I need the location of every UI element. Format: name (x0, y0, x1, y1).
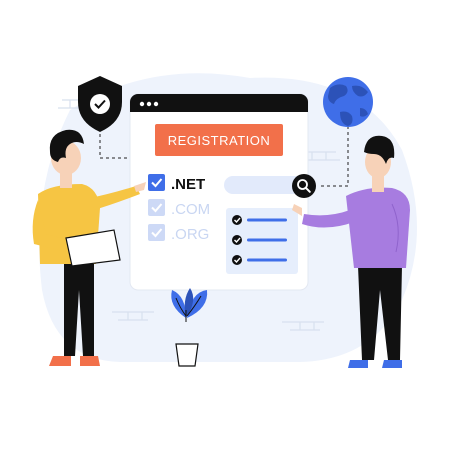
domain-option-com[interactable]: .COM (148, 199, 210, 218)
registration-button-label: REGISTRATION (168, 133, 271, 148)
check-circle-icon (232, 215, 242, 225)
check-icon (151, 178, 163, 188)
person-right (292, 135, 410, 368)
checkbox-net (148, 174, 165, 191)
domain-label-net: .NET (171, 176, 205, 193)
search-icon[interactable] (292, 174, 316, 198)
window-dot (146, 101, 152, 107)
checklist-panel (226, 208, 298, 274)
shield-check-icon (78, 76, 122, 132)
check-icon (151, 203, 163, 213)
brick-decoration-bottom-left (112, 311, 154, 321)
checkbox-com (148, 199, 165, 216)
registration-button[interactable]: REGISTRATION (155, 124, 283, 156)
checklist-item (232, 235, 287, 245)
domain-option-org[interactable]: .ORG (148, 224, 209, 243)
connector-lines (99, 120, 349, 187)
checklist-item (232, 215, 287, 225)
check-circle-icon (232, 235, 242, 245)
domain-label-com: .COM (171, 201, 210, 218)
brick-decoration-left (58, 99, 96, 109)
check-circle-icon (232, 255, 242, 265)
domain-search-input[interactable] (224, 176, 306, 194)
checklist-item (232, 255, 287, 265)
domain-label-org: .ORG (171, 226, 209, 243)
globe-icon (323, 77, 373, 127)
checkbox-org (148, 224, 165, 241)
window-dot (139, 101, 145, 107)
brick-decoration-right (298, 151, 340, 161)
person-left (32, 129, 146, 366)
domain-option-net[interactable]: .NET (148, 174, 205, 193)
potted-plant-icon (171, 288, 208, 367)
browser-title-bar (130, 94, 308, 112)
brick-decoration-bottom-right (282, 321, 324, 331)
window-dot (153, 101, 159, 107)
check-icon (151, 228, 163, 238)
